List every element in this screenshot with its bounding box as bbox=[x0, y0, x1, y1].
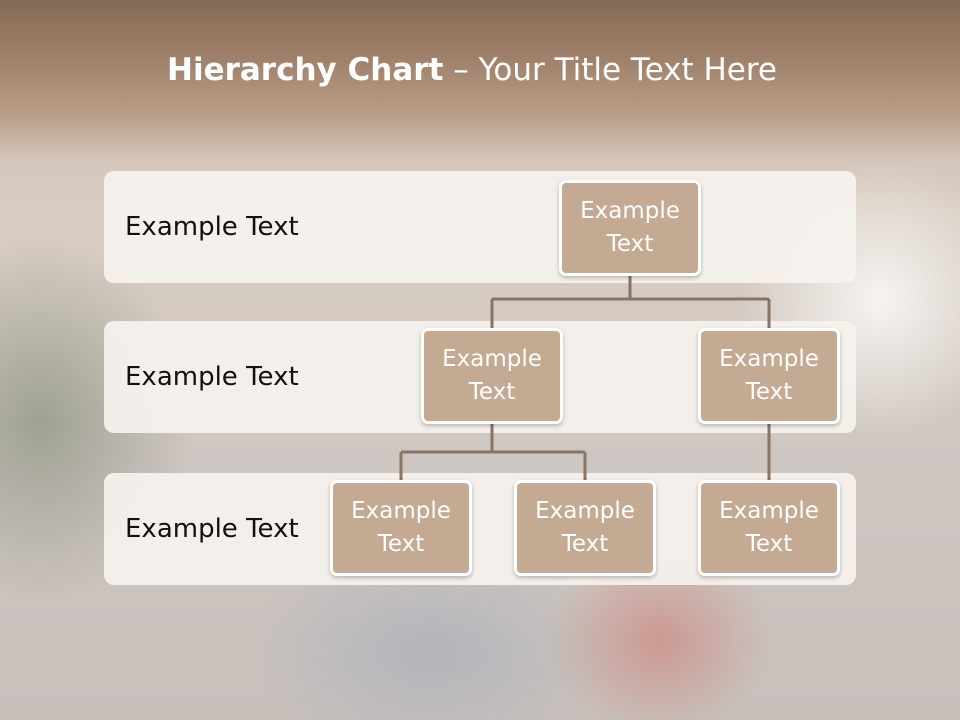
node-level2-b: Example Text bbox=[698, 328, 840, 424]
node-level3-b: Example Text bbox=[514, 480, 656, 576]
header-band bbox=[0, 0, 960, 160]
title-rest: – Your Title Text Here bbox=[443, 52, 777, 88]
slide-title: Hierarchy Chart – Your Title Text Here bbox=[0, 52, 944, 88]
level-label-2: Example Text bbox=[125, 362, 299, 392]
node-root: Example Text bbox=[559, 180, 701, 276]
title-bold: Hierarchy Chart bbox=[167, 52, 444, 88]
node-level3-a: Example Text bbox=[330, 480, 472, 576]
level-band-1: Example Text bbox=[104, 171, 856, 283]
node-level2-a: Example Text bbox=[421, 328, 563, 424]
node-level3-c: Example Text bbox=[698, 480, 840, 576]
level-label-1: Example Text bbox=[125, 212, 299, 242]
level-label-3: Example Text bbox=[125, 514, 299, 544]
